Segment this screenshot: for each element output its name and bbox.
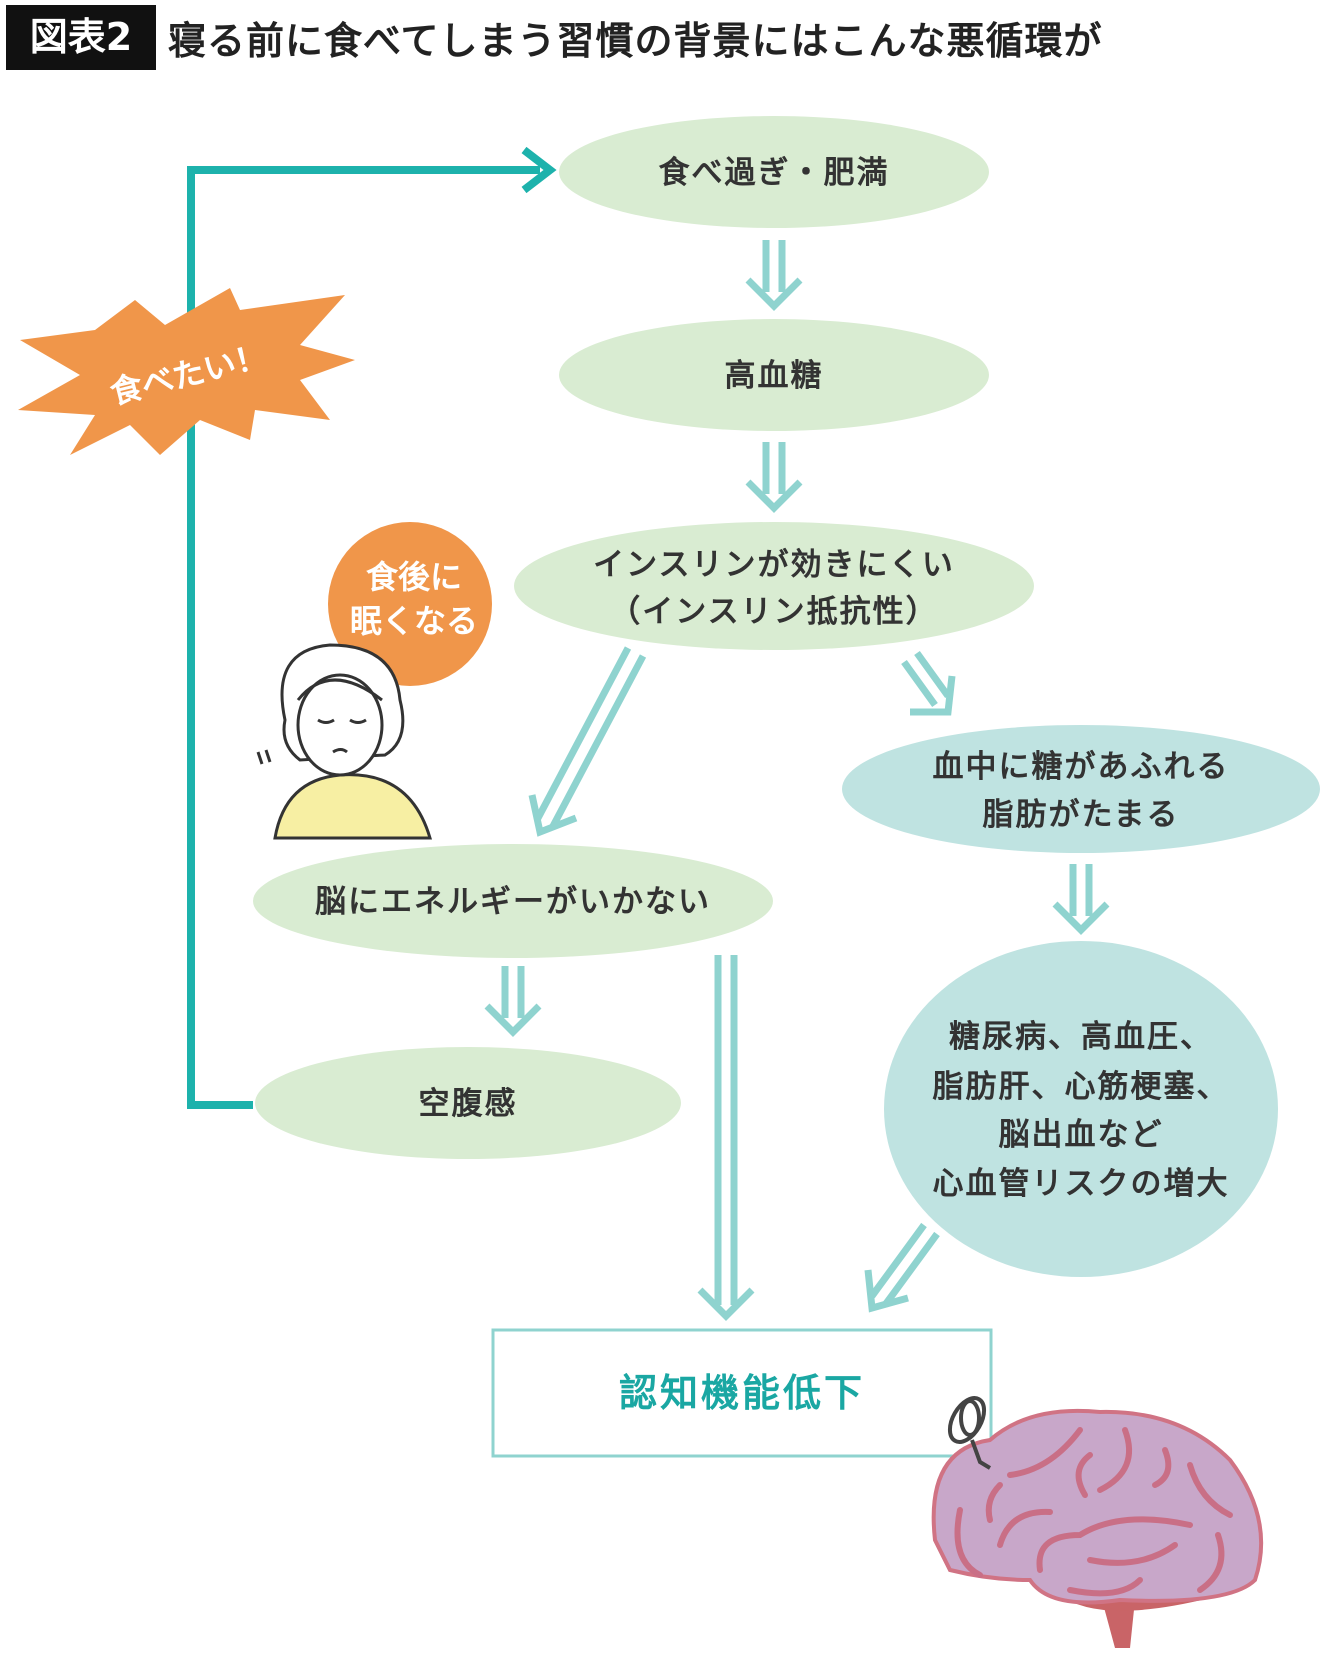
node-label: 心血管リスクの増大 <box>933 1166 1230 1202</box>
sleepy-callout: 食後に 眠くなる <box>328 522 492 686</box>
arrow-long-down-icon <box>697 955 755 1321</box>
node-overeating: 食べ過ぎ・肥満 <box>559 116 989 228</box>
node-label: 高血糖 <box>725 358 824 394</box>
node-label: 脳にエネルギーがいかない <box>315 884 711 920</box>
node-label: 認知機能低下 <box>619 1371 865 1415</box>
node-label: 食べ過ぎ・肥満 <box>659 155 890 191</box>
node-label: 食後に <box>366 558 462 596</box>
node-label: 脳出血など <box>999 1117 1164 1153</box>
node-insulin-resistance: インスリンが効きにくい （インスリン抵抗性） <box>514 522 1034 650</box>
node-label: 眠くなる <box>350 602 478 640</box>
node-high-blood-sugar: 高血糖 <box>559 319 989 431</box>
want-to-eat-burst: 食べたい！ <box>18 288 355 455</box>
figure-title: 寝る前に食べてしまう習慣の背景にはこんな悪循環が <box>168 19 1103 63</box>
confusion-scribble-icon <box>947 1396 992 1470</box>
arrow-down-icon <box>748 240 800 306</box>
node-label: 空腹感 <box>419 1086 518 1122</box>
node-label: （インスリン抵抗性） <box>609 594 938 630</box>
node-label: 脂肪肝、心筋梗塞、 <box>933 1069 1230 1105</box>
node-label: 血中に糖があふれる <box>933 749 1230 785</box>
loop-arrowhead-icon <box>521 146 557 194</box>
node-label: インスリンが効きにくい <box>593 547 955 583</box>
arrow-down-icon <box>1055 864 1107 930</box>
sleepy-woman-illustration <box>256 643 433 840</box>
arrow-down-icon <box>748 442 800 508</box>
node-label: 脂肪がたまる <box>982 797 1179 833</box>
node-brain-no-energy: 脳にエネルギーがいかない <box>253 844 773 958</box>
arrow-diagonal-left-icon <box>864 1222 940 1313</box>
figure-header: 図表2 寝る前に食べてしまう習慣の背景にはこんな悪循環が <box>6 5 1102 70</box>
node-sugar-fat: 血中に糖があふれる 脂肪がたまる <box>842 725 1320 853</box>
arrow-diagonal-right-icon <box>901 650 956 716</box>
node-label: 糖尿病、高血圧、 <box>949 1019 1213 1055</box>
result-box: 認知機能低下 <box>491 1328 993 1458</box>
node-diseases: 糖尿病、高血圧、 脂肪肝、心筋梗塞、 脳出血など 心血管リスクの増大 <box>884 941 1278 1277</box>
arrow-diagonal-left-icon <box>528 646 647 837</box>
node-hunger: 空腹感 <box>255 1047 681 1159</box>
figure-number-badge: 図表2 <box>6 5 156 70</box>
brain-illustration <box>931 1396 1264 1648</box>
feedback-loop-line <box>187 146 557 1109</box>
arrow-down-icon <box>487 966 539 1032</box>
